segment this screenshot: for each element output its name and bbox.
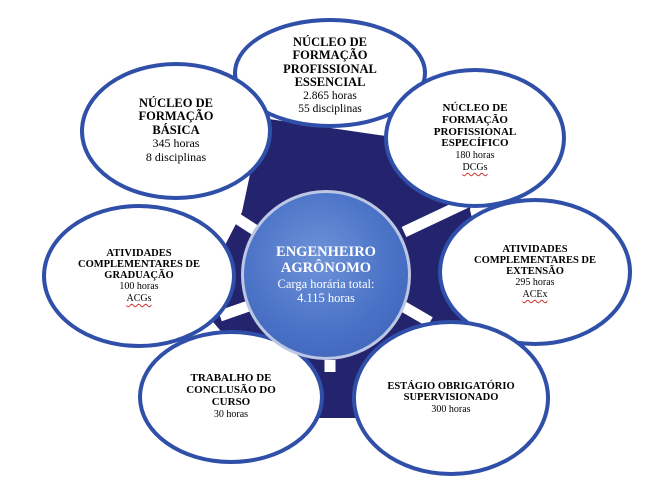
title-line: ESPECÍFICO [441, 137, 509, 150]
hours-text: 100 horas [119, 281, 159, 293]
node-detail: 2.865 horas 55 disciplinas [298, 90, 362, 116]
title-line: BÁSICA [152, 122, 200, 137]
node-detail: 295 horas ACEx [515, 277, 554, 300]
title-line: NÚCLEO DE [442, 101, 508, 114]
title-line: ATIVIDADES [502, 243, 568, 255]
node-atividades-extensao: ATIVIDADES COMPLEMENTARES DE EXTENSÃO 29… [438, 198, 632, 346]
title-line: FORMAÇÃO [292, 48, 368, 63]
hours-text: 300 horas [431, 403, 471, 415]
center-subtitle: Carga horária total: 4.115 horas [278, 277, 375, 306]
hours-text: 30 horas [213, 409, 249, 421]
node-detail: 30 horas [214, 409, 248, 421]
total-label: Carga horária total: [277, 276, 375, 291]
title-line: EXTENSÃO [506, 266, 564, 278]
node-atividades-graduacao: ATIVIDADES COMPLEMENTARES DE GRADUAÇÃO 1… [42, 204, 236, 348]
acronym-text: ACEx [522, 288, 548, 300]
total-hours: 4.115 horas [297, 290, 355, 305]
acronym-text: ACGs [126, 292, 152, 304]
title-line: FORMAÇÃO [138, 109, 214, 124]
title-line: NÚCLEO DE [293, 34, 367, 49]
node-detail: 300 horas [431, 404, 470, 416]
title-line: CONCLUSÃO DO [186, 384, 276, 397]
title-line: PROFISSIONAL [283, 61, 377, 76]
hours-text: 295 horas [515, 277, 555, 289]
node-detail: 180 horas DCGs [455, 150, 494, 173]
node-title: ATIVIDADES COMPLEMENTARES DE GRADUAÇÃO [78, 248, 200, 282]
title-line: CURSO [211, 396, 251, 409]
hours-text: 345 horas [152, 136, 200, 151]
disciplines-text: 8 disciplinas [145, 150, 207, 165]
node-title: NÚCLEO DE FORMAÇÃO BÁSICA [138, 95, 214, 138]
node-estagio-supervisionado: ESTÁGIO OBRIGATÓRIO SUPERVISIONADO 300 h… [352, 320, 550, 476]
node-detail: 345 horas 8 disciplinas [146, 137, 206, 165]
disciplines-text: 55 disciplinas [298, 103, 362, 115]
center-circle: ENGENHEIRO AGRÔNOMO Carga horária total:… [241, 190, 411, 360]
title-line: GRADUAÇÃO [104, 270, 174, 282]
center-title: ENGENHEIRO AGRÔNOMO [276, 243, 376, 277]
title-line: ATIVIDADES [106, 247, 172, 259]
node-title: ATIVIDADES COMPLEMENTARES DE EXTENSÃO [474, 244, 596, 278]
node-title: NÚCLEO DE FORMAÇÃO PROFISSIONAL ESSENCIA… [283, 34, 377, 90]
hours-text: 180 horas [455, 150, 495, 162]
title-line: FORMAÇÃO [442, 113, 508, 126]
node-nucleo-basica: NÚCLEO DE FORMAÇÃO BÁSICA 345 horas 8 di… [80, 62, 272, 200]
title-line: COMPLEMENTARES DE [77, 258, 201, 270]
title-line: NÚCLEO DE [139, 95, 213, 110]
title-line: COMPLEMENTARES DE [473, 254, 597, 266]
title-line: SUPERVISIONADO [403, 392, 499, 404]
node-title: NÚCLEO DE FORMAÇÃO PROFISSIONAL ESPECÍFI… [433, 101, 517, 151]
hours-text: 2.865 horas [303, 89, 357, 102]
center-title-line: ENGENHEIRO [276, 243, 376, 260]
node-detail: 100 horas ACGs [119, 281, 158, 304]
acronym-text: DCGs [462, 161, 488, 173]
node-title: ESTÁGIO OBRIGATÓRIO SUPERVISIONADO [387, 381, 514, 404]
spoke-left-upper [193, 187, 261, 237]
node-title: TRABALHO DE CONCLUSÃO DO CURSO [186, 373, 276, 409]
title-line: TRABALHO DE [190, 372, 272, 385]
title-line: ESSENCIAL [294, 75, 366, 90]
center-title-line: AGRÔNOMO [280, 259, 372, 276]
title-line: ESTÁGIO OBRIGATÓRIO [387, 380, 515, 392]
title-line: PROFISSIONAL [433, 125, 517, 138]
node-nucleo-especifico: NÚCLEO DE FORMAÇÃO PROFISSIONAL ESPECÍFI… [384, 68, 566, 208]
node-nucleo-essencial: NÚCLEO DE FORMAÇÃO PROFISSIONAL ESSENCIA… [233, 18, 427, 128]
